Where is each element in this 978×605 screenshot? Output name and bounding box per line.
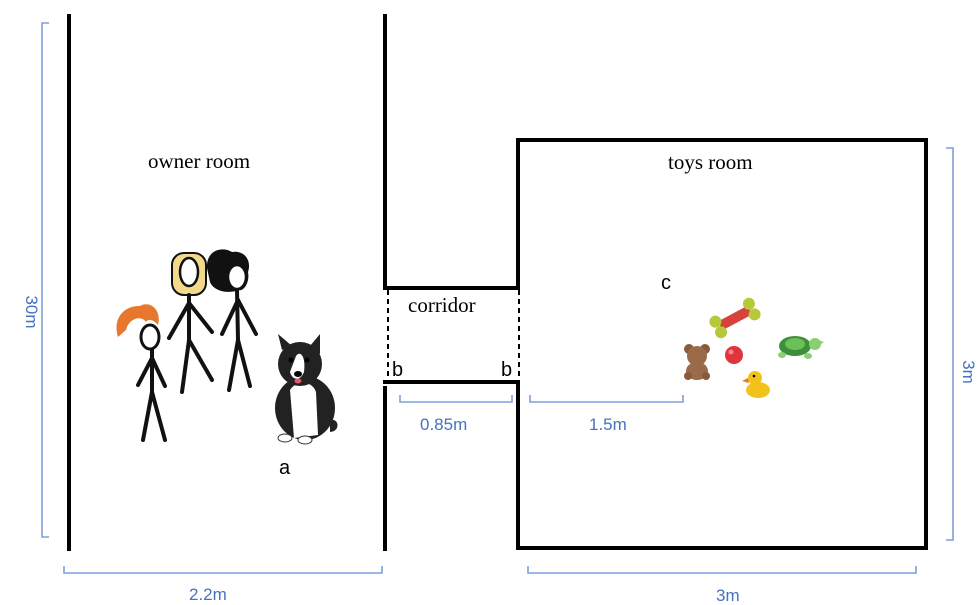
owner-room-label: owner room (148, 149, 250, 173)
person-icon (206, 249, 258, 392)
toys-room-wall-upper (516, 138, 928, 550)
dimension-lines (41, 22, 954, 574)
toys-room-label: toys room (668, 150, 753, 174)
owner-height-bracket (41, 22, 49, 538)
person-icon (167, 252, 214, 394)
ball-icon (725, 346, 743, 364)
point-c-label: c (661, 272, 671, 294)
toys-offset-label: 1.5m (589, 415, 627, 434)
walls (67, 14, 928, 551)
point-b-left-label: b (392, 359, 403, 381)
toys-height-bracket (946, 147, 954, 541)
bone-toy-icon (709, 297, 761, 339)
rubber-duck-icon (742, 371, 770, 398)
toys-width-label: 3m (716, 586, 740, 605)
toys-width-bracket (527, 566, 917, 574)
toys-height-label: 3m (959, 360, 978, 384)
corridor-width-label: 0.85m (420, 415, 467, 434)
corridor-width-bracket (399, 395, 513, 403)
owner-width-label: 2.2m (189, 585, 227, 604)
owner-width-bracket (63, 566, 383, 574)
owner-height-label: 30m (22, 295, 41, 328)
person-icon (116, 304, 167, 442)
point-a-label: a (279, 457, 291, 479)
dog-icon (275, 334, 338, 445)
turtle-toy-icon (778, 336, 824, 359)
toys-offset-bracket (529, 395, 684, 403)
point-b-right-label: b (501, 359, 512, 381)
teddy-bear-icon (684, 344, 710, 380)
corridor-label: corridor (408, 293, 476, 317)
